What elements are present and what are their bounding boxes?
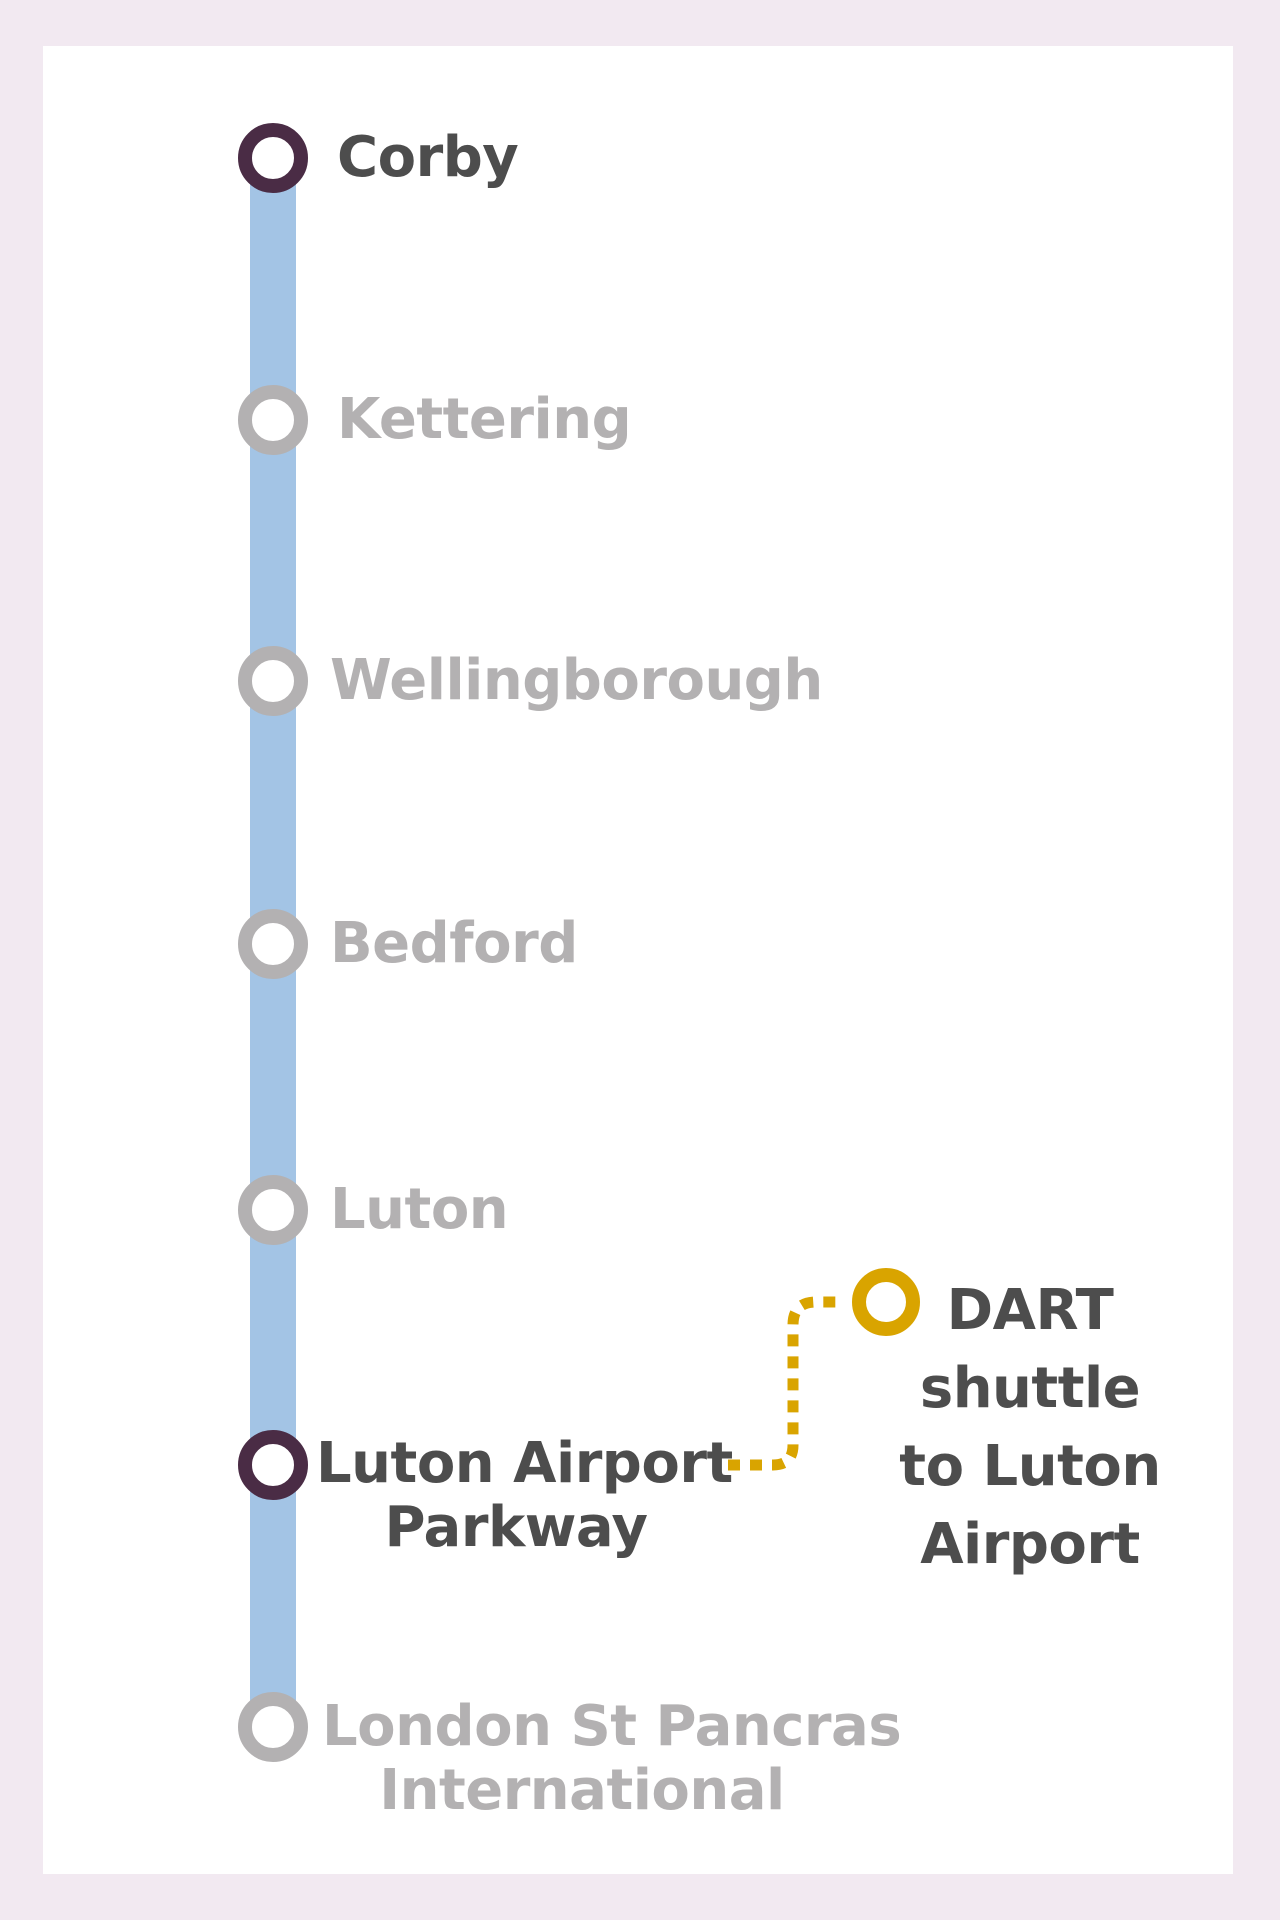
station-marker-luton (238, 1175, 308, 1245)
station-label-wellingborough: Wellingborough (330, 648, 823, 713)
station-label-corby: Corby (337, 125, 519, 190)
station-marker-dart (852, 1268, 920, 1336)
station-label-line: Parkway (384, 1495, 649, 1560)
station-marker-bedford (238, 909, 308, 979)
dart-label: DART shuttle to Luton Airport (880, 1272, 1180, 1584)
dart-label-line: DART (946, 1278, 1114, 1343)
station-label-line: Luton Airport (316, 1431, 733, 1496)
station-marker-wellingborough (238, 646, 308, 716)
station-marker-luton-airport-parkway (238, 1430, 308, 1500)
station-label-kettering: Kettering (337, 387, 632, 452)
station-label-luton: Luton (330, 1177, 509, 1242)
station-label-line: London St Pancras (322, 1694, 902, 1759)
station-marker-kettering (238, 385, 308, 455)
dart-label-line: to Luton (899, 1434, 1161, 1499)
dart-label-line: shuttle (919, 1356, 1141, 1421)
station-label-bedford: Bedford (330, 911, 578, 976)
route-card (43, 46, 1233, 1874)
station-marker-london-st-pancras (238, 1692, 308, 1762)
station-label-line: International (379, 1758, 785, 1823)
station-label-london-st-pancras: London St Pancras International (322, 1694, 902, 1823)
dart-label-line: Airport (920, 1512, 1140, 1577)
station-label-luton-airport-parkway: Luton Airport Parkway (316, 1431, 733, 1560)
dart-connector (728, 1296, 840, 1471)
station-marker-corby (238, 123, 308, 193)
